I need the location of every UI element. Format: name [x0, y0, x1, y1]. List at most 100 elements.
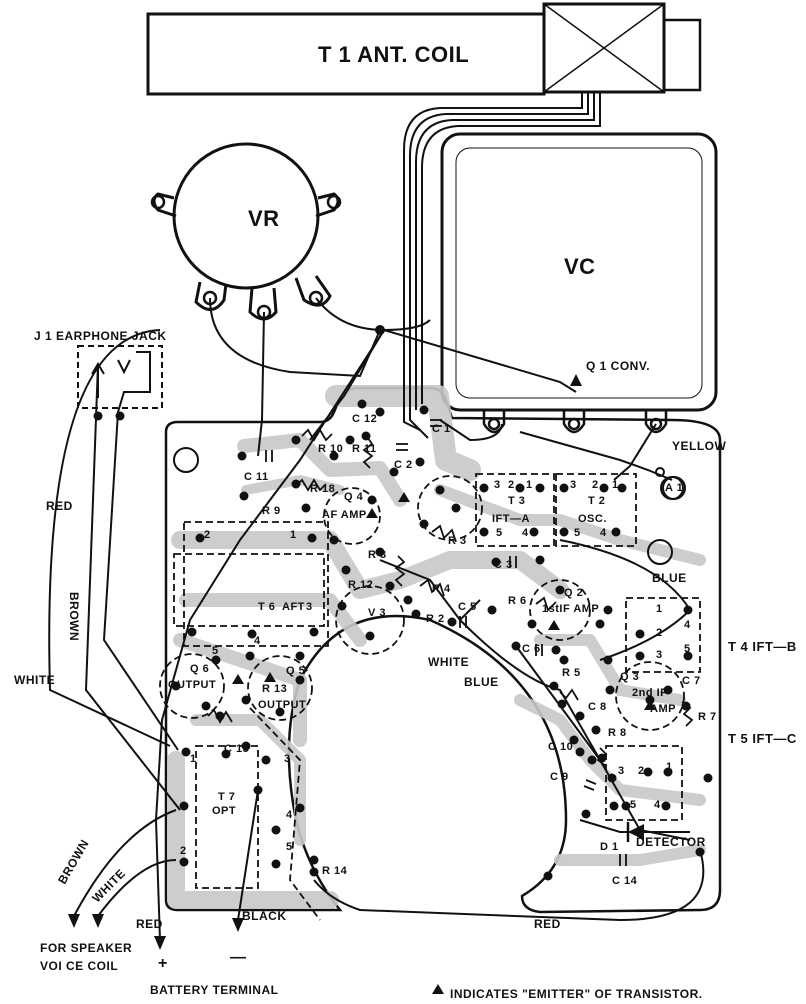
t5-ift-c-label: T 5 IFT—C	[728, 731, 797, 746]
pin-label: 2	[638, 765, 645, 777]
a1-label: A 1	[665, 482, 684, 494]
pin-label: 2	[592, 479, 599, 491]
second-if-amp-label: AMP	[650, 703, 676, 715]
pin-label: 3	[570, 479, 577, 491]
pin-label: 3	[306, 601, 313, 613]
output2-label: OUTPUT	[258, 699, 307, 711]
emitter-triangles	[232, 492, 656, 994]
pin-label: 5	[684, 643, 691, 655]
pin-label: 1	[526, 479, 533, 491]
voice-coil-label: VOI CE COIL	[40, 959, 119, 973]
c12-label: C 12	[352, 413, 378, 425]
opt-label: OPT	[212, 805, 237, 817]
variable-capacitor-label: VC	[564, 254, 596, 279]
r5-label: R 5	[562, 667, 581, 679]
r6-label: R 6	[508, 595, 527, 607]
output1-label: OUTPUT	[168, 679, 217, 691]
pin-label: 4	[684, 619, 691, 631]
c7-label: C 7	[682, 675, 701, 687]
r12-label: R 12	[348, 579, 374, 591]
blue-center-label: BLUE	[464, 675, 499, 689]
pin-label: 2	[204, 529, 211, 541]
second-if-label: 2nd IF	[632, 687, 668, 699]
pin-label: 5	[496, 527, 503, 539]
for-speaker-label: FOR SPEAKER	[40, 941, 133, 955]
r10-label: R 10	[318, 443, 344, 455]
pin-label: 2	[180, 845, 187, 857]
blue-wire-label: BLUE	[652, 571, 687, 585]
passive-symbols	[207, 419, 694, 866]
earphone-jack-label: J 1 EARPHONE JACK	[34, 329, 167, 343]
pin-label: 4	[286, 809, 293, 821]
pin-label: 1	[666, 761, 673, 773]
red-battery-wire-label: RED	[136, 917, 163, 931]
pin-label: 1	[290, 529, 297, 541]
c10-label: C 10	[548, 741, 574, 753]
r11-label: R 11	[352, 443, 377, 455]
first-if-amp-label: 1stIF AMP	[542, 603, 600, 615]
c6-label: C 6	[522, 643, 541, 655]
pin-label: 4	[654, 799, 661, 811]
pin-label: 5	[630, 799, 637, 811]
q6-label: Q 6	[190, 663, 210, 675]
wires	[48, 92, 705, 941]
pin-label: 3	[618, 765, 625, 777]
pin-label: 4	[522, 527, 529, 539]
vc-lugs	[482, 410, 668, 434]
q3-label: Q 3	[620, 671, 640, 683]
antenna-coil-label: T 1 ANT. COIL	[318, 42, 470, 67]
battery-terminal-label: BATTERY TERMINAL	[150, 983, 279, 997]
emitter-note-label: INDICATES "EMITTER" OF TRANSISTOR.	[450, 987, 703, 1001]
q5-label: Q 5	[286, 665, 306, 677]
r7-label: R 7	[698, 711, 717, 723]
battery-minus-label: —	[230, 949, 247, 966]
pin-label: 4	[600, 527, 607, 539]
r3b-label: R 3	[368, 549, 387, 561]
earphone-jack	[77, 345, 163, 413]
r2-label: R 2	[426, 613, 445, 625]
c14-label: C 14	[612, 875, 638, 887]
c5-label: C 5	[458, 601, 477, 613]
pin-label: 4	[254, 635, 261, 647]
battery-plus-label: +	[158, 955, 168, 972]
detector-label: DETECTOR	[636, 835, 706, 849]
c9-label: C 9	[550, 771, 569, 783]
detector-diode-symbol	[626, 822, 644, 842]
r3-label: R 3	[448, 535, 467, 547]
pin-label: 1	[612, 479, 619, 491]
c1-label: C 1	[432, 423, 451, 435]
pin-label: 2	[508, 479, 515, 491]
white-wire-label: WHITE	[14, 673, 56, 687]
af-amp-label: AF AMP	[322, 509, 367, 521]
c15-label: C 15	[224, 743, 250, 755]
pin-label: 5	[212, 645, 219, 657]
component-outlines	[159, 473, 701, 921]
copper-traces	[167, 385, 706, 909]
pin-label: 3	[494, 479, 501, 491]
r13-label: R 13	[262, 683, 288, 695]
black-battery-wire-label: BLACK	[242, 909, 287, 923]
red-bottom-wire-label: RED	[534, 917, 561, 931]
pin-label: 1	[656, 603, 663, 615]
pin-label: 3	[284, 753, 291, 765]
volume-control-label: VR	[248, 206, 280, 231]
c3-label: C 3	[494, 559, 513, 571]
osc-label: OSC.	[578, 513, 607, 525]
ift-a-label: IFT—A	[492, 513, 530, 525]
aft-label: AFT	[282, 601, 305, 613]
volume-control-vr	[172, 142, 320, 290]
solder-pads	[93, 325, 713, 881]
pin-label: 5	[574, 527, 581, 539]
q4-label: Q 4	[344, 491, 364, 503]
brown-wire-label: BROWN	[67, 592, 81, 642]
c2-label: C 2	[394, 459, 413, 471]
pin-label: 2	[656, 627, 663, 639]
d1-label: D 1	[600, 841, 619, 853]
r9-label: R 9	[262, 505, 281, 517]
red-wire-label: RED	[46, 499, 73, 513]
r4-label: R 4	[432, 583, 451, 595]
pin-label: 5	[286, 841, 293, 853]
white-center-label: WHITE	[428, 655, 470, 669]
r18-label: R 18	[310, 483, 336, 495]
